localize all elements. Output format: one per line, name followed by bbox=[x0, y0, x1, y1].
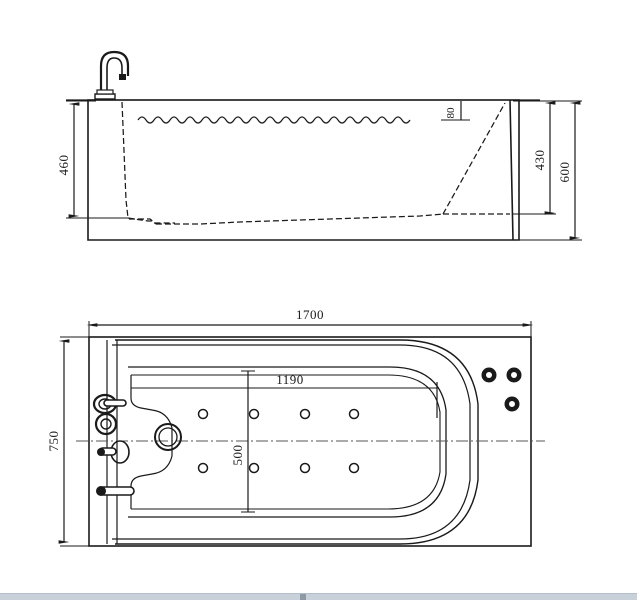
dimension-80: 80 bbox=[441, 101, 470, 121]
dimension-80-label: 80 bbox=[445, 107, 457, 119]
dimension-1190: 1190 bbox=[130, 372, 438, 418]
dimension-460-label: 460 bbox=[56, 155, 71, 176]
plan-drain-alcove bbox=[130, 375, 173, 509]
dimension-600-label: 600 bbox=[557, 162, 572, 183]
horizontal-scrollbar[interactable] bbox=[0, 593, 637, 600]
jet-nozzle bbox=[248, 408, 260, 420]
dimension-1700: 1700 bbox=[86, 307, 534, 340]
jet-nozzle bbox=[299, 408, 311, 420]
jet-nozzle bbox=[197, 462, 209, 474]
overflow-fitting-icon bbox=[97, 440, 130, 464]
jet-nozzle bbox=[299, 462, 311, 474]
plan-inner-contour bbox=[128, 366, 447, 518]
corner-holes bbox=[481, 367, 522, 412]
dimension-500: 500 bbox=[230, 370, 255, 513]
dimension-430-label: 430 bbox=[532, 150, 547, 171]
drain-opening-icon bbox=[154, 423, 182, 451]
dimension-1190-label: 1190 bbox=[276, 372, 304, 387]
dimension-500-label: 500 bbox=[230, 445, 245, 466]
plan-outer-contour bbox=[115, 339, 479, 545]
grab-handle-icon bbox=[96, 486, 135, 496]
mixer-handle-icon bbox=[92, 393, 127, 415]
jet-nozzle bbox=[348, 408, 360, 420]
water-line bbox=[137, 116, 411, 124]
jets-top-row bbox=[197, 408, 360, 420]
plan-view: 1700 750 1190 500 bbox=[46, 307, 545, 547]
dimension-750-label: 750 bbox=[46, 431, 61, 452]
plan-outer-contour-2 bbox=[112, 344, 471, 540]
elevation-right-wall bbox=[509, 99, 514, 241]
dimension-750: 750 bbox=[46, 336, 89, 547]
jet-nozzle bbox=[197, 408, 209, 420]
jet-nozzle bbox=[248, 462, 260, 474]
dimension-600: 600 bbox=[519, 100, 582, 241]
elevation-view: 460 80 430 600 bbox=[56, 50, 582, 241]
elevation-hidden-profile bbox=[121, 101, 510, 225]
scrollbar-thumb[interactable] bbox=[300, 594, 306, 600]
jets-bottom-row bbox=[197, 462, 360, 474]
plan-inner-contour-2 bbox=[131, 374, 441, 510]
faucet-icon bbox=[94, 50, 130, 100]
dimension-460: 460 bbox=[56, 100, 128, 219]
dimension-1700-label: 1700 bbox=[296, 307, 324, 322]
diverter-knob-icon bbox=[94, 412, 118, 436]
jet-nozzle bbox=[348, 462, 360, 474]
